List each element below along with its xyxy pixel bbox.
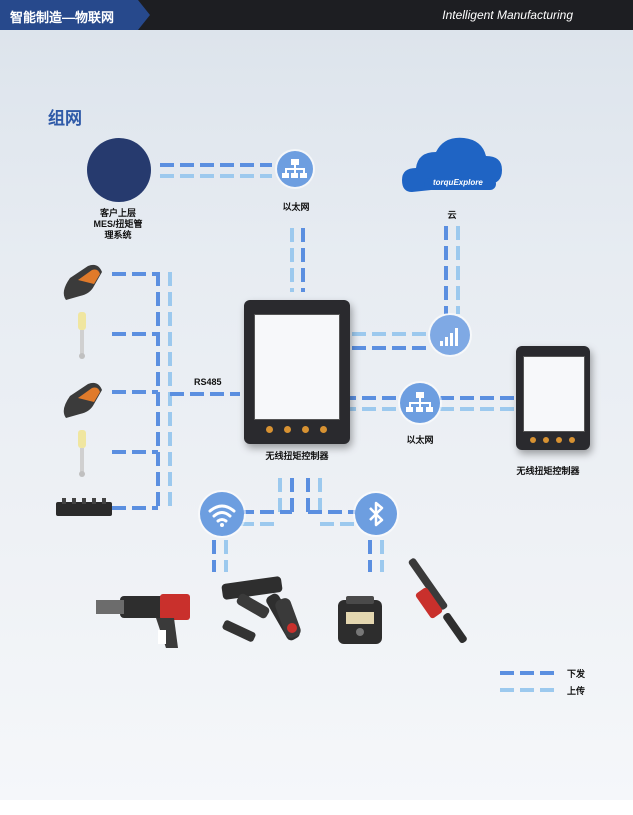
network-switch-icon bbox=[282, 159, 307, 178]
controller-button bbox=[530, 437, 536, 443]
controller-button bbox=[266, 426, 273, 433]
angle-tool-icon bbox=[221, 576, 301, 642]
main-controller-screen bbox=[254, 314, 340, 420]
wifi-node bbox=[200, 492, 244, 536]
header-left-title: 智能制造—物联网 bbox=[10, 10, 115, 25]
mes-system-node bbox=[87, 138, 151, 202]
legend-up-label: 上传 bbox=[567, 686, 586, 696]
wifi-icon bbox=[208, 504, 236, 527]
header-banner: 智能制造—物联网 Intelligent Manufacturing bbox=[0, 0, 633, 30]
io-strip-icon bbox=[56, 498, 112, 516]
mes-label: 客户上层 MES/扭矩管 理系统 bbox=[93, 208, 142, 241]
section-title: 组网 bbox=[48, 109, 82, 128]
cellular-node bbox=[430, 315, 470, 355]
mes-label-line2: MES/扭矩管 bbox=[93, 219, 143, 229]
cloud-label: 云 bbox=[447, 210, 457, 220]
mes-label-line3: 理系统 bbox=[104, 230, 132, 240]
cloud-icon bbox=[402, 137, 502, 192]
bluetooth-node bbox=[355, 493, 397, 535]
controller-button bbox=[284, 426, 291, 433]
scanner-icon-1 bbox=[63, 264, 102, 300]
ethernet-top-label: 以太网 bbox=[282, 202, 310, 212]
right-controller-label: 无线扭矩控制器 bbox=[516, 466, 580, 476]
wrench-icon-2 bbox=[78, 430, 86, 477]
main-controller-device bbox=[244, 300, 350, 444]
right-controller-screen bbox=[523, 356, 585, 432]
bluetooth-icon bbox=[369, 501, 384, 527]
ethernet-mid-node bbox=[400, 383, 440, 423]
controller-button bbox=[569, 437, 575, 443]
scanner-icon-2 bbox=[63, 382, 102, 418]
controller-button bbox=[320, 426, 327, 433]
digital-wrench-icon bbox=[408, 558, 467, 644]
rs485-label: RS485 bbox=[194, 377, 222, 387]
right-controller-device bbox=[516, 346, 590, 450]
main-controller-label: 无线扭矩控制器 bbox=[265, 451, 329, 461]
nutrunner-icon bbox=[96, 594, 190, 648]
ethernet-top-node bbox=[277, 151, 313, 187]
wrench-icon-1 bbox=[78, 312, 86, 359]
cloud-brand-label: torquExplore bbox=[433, 178, 483, 187]
ethernet-mid-label: 以太网 bbox=[406, 435, 434, 445]
network-switch-icon bbox=[406, 392, 433, 412]
legend-down-label: 下发 bbox=[567, 669, 586, 679]
controller-button bbox=[302, 426, 309, 433]
controller-button bbox=[543, 437, 549, 443]
header-right-title: Intelligent Manufacturing bbox=[442, 8, 573, 22]
signal-bars-icon bbox=[440, 328, 458, 346]
header-left-block bbox=[0, 0, 150, 30]
controller-button bbox=[556, 437, 562, 443]
torque-sensor-icon bbox=[338, 596, 382, 644]
bottom-margin bbox=[0, 800, 633, 815]
mes-label-line1: 客户上层 bbox=[99, 208, 137, 218]
